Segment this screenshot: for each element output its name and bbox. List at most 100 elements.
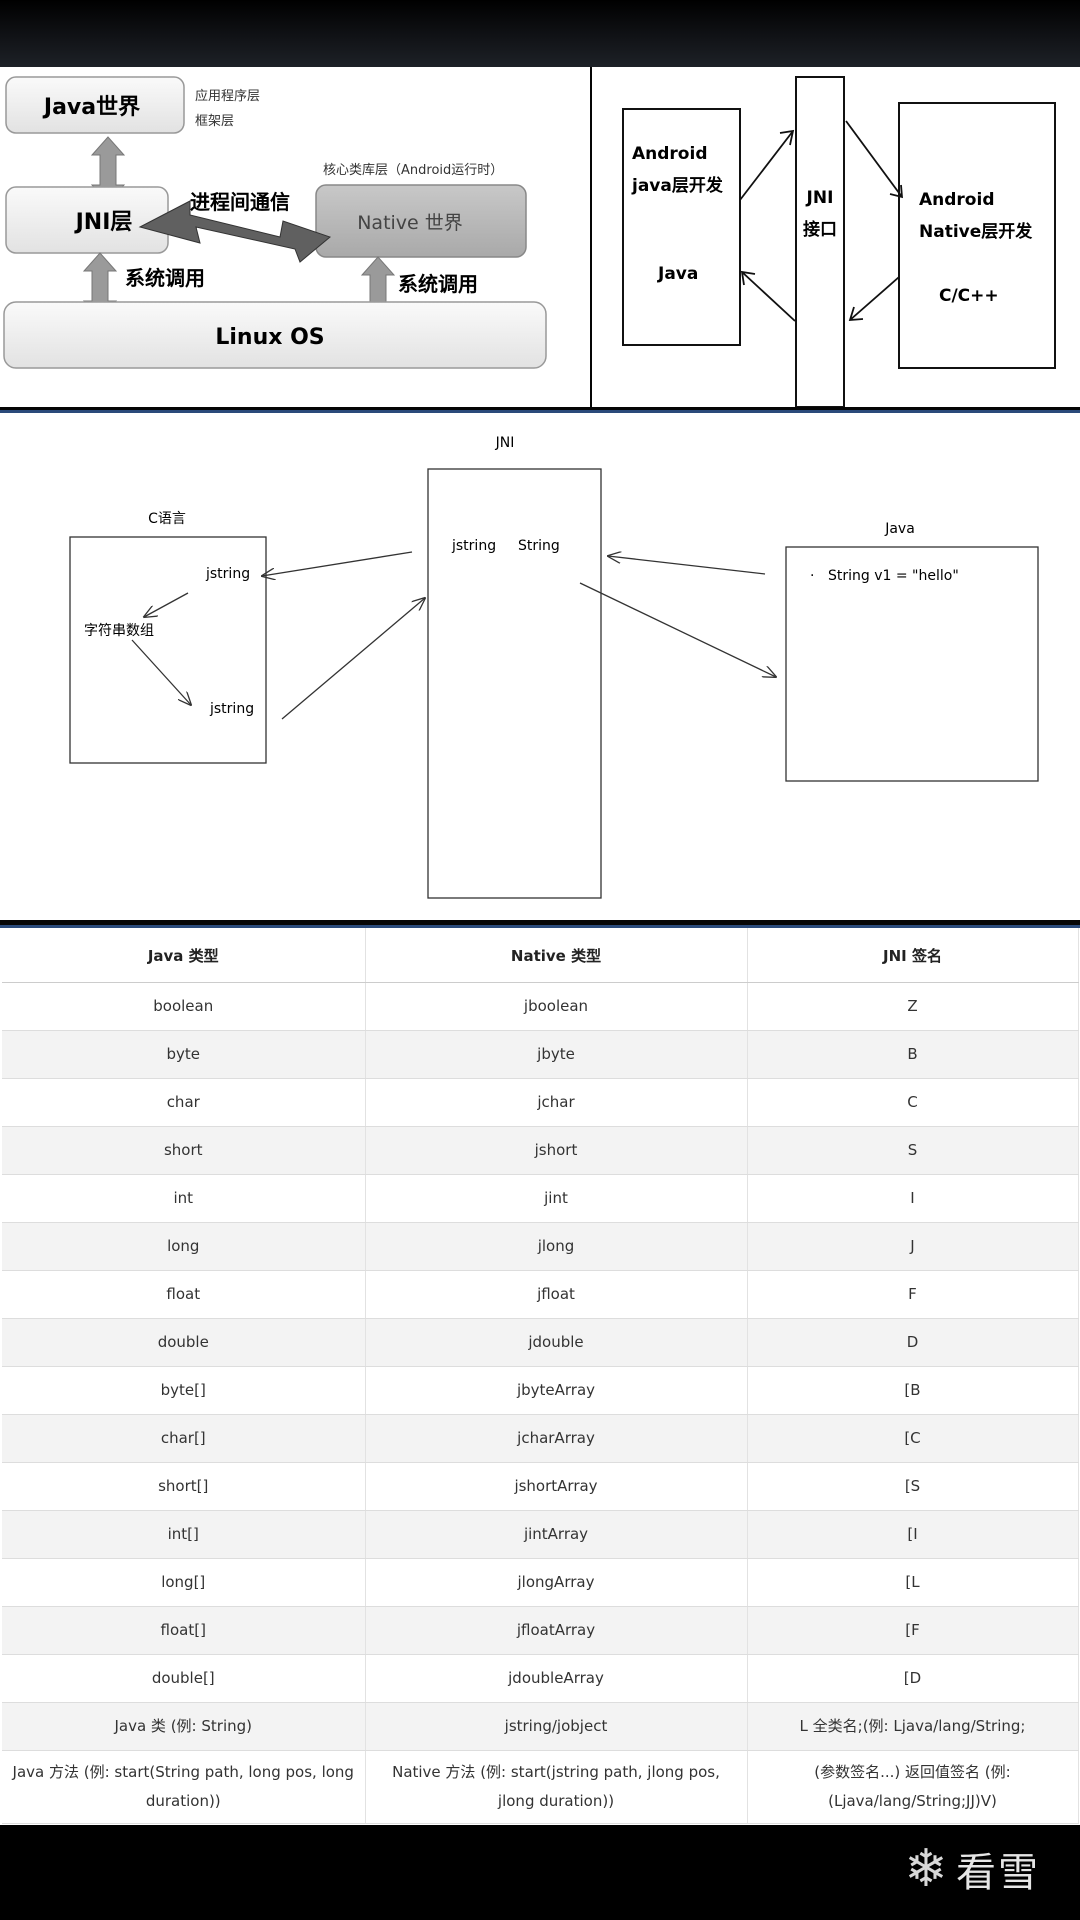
c-char-array: 字符串数组 <box>84 623 154 639</box>
table-row: byte[]jbyteArray[B <box>2 1366 1079 1415</box>
header-jni-signature: JNI 签名 <box>747 928 1079 983</box>
jni-interface-line1: JNI <box>806 188 834 208</box>
table-header-row: Java 类型 Native 类型 JNI 签名 <box>2 928 1079 983</box>
cell-jni-signature: (参数签名...) 返回值签名 (例: (Ljava/lang/String;J… <box>747 1750 1079 1824</box>
watermark-text: 看雪 <box>956 1850 1040 1896</box>
android-java-box <box>622 108 741 346</box>
syscall-left-label: 系统调用 <box>125 266 205 290</box>
arrow-array-to-jstring <box>131 639 191 705</box>
string-conversion-diagram: JNI jstring String C语言 jstring 字符串数组 jst… <box>0 410 1080 920</box>
arrow-jni-to-java <box>579 582 776 677</box>
android-native-box <box>898 102 1056 369</box>
cell-native-type: jlongArray <box>365 1558 748 1607</box>
android-java-line2: java层开发 <box>631 175 724 196</box>
cell-java-type: Java 方法 (例: start(String path, long pos,… <box>2 1750 366 1824</box>
jni-box <box>427 468 602 899</box>
native-world-label: Native 世界 <box>357 212 463 234</box>
cell-jni-signature: [L <box>747 1558 1079 1607</box>
java-world-label: Java世界 <box>42 95 140 120</box>
cell-java-type: long[] <box>2 1558 366 1607</box>
arrow-jni-to-native <box>845 120 904 199</box>
cell-jni-signature: [B <box>747 1366 1079 1415</box>
cell-java-type: double <box>2 1318 366 1367</box>
java-title: Java <box>884 521 915 537</box>
table-row: char[]jcharArray[C <box>2 1414 1079 1463</box>
cell-java-type: float[] <box>2 1606 366 1655</box>
cell-java-type: long <box>2 1222 366 1271</box>
cell-java-type: Java 类 (例: String) <box>2 1702 366 1751</box>
cell-java-type: short[] <box>2 1462 366 1511</box>
cell-jni-signature: B <box>747 1030 1079 1079</box>
table-row: long[]jlongArray[L <box>2 1558 1079 1607</box>
jni-title: JNI <box>495 435 515 451</box>
cell-jni-signature: [D <box>747 1654 1079 1703</box>
app-layer-label: 应用程序层 <box>195 88 260 104</box>
cell-java-type: byte[] <box>2 1366 366 1415</box>
cell-jni-signature: [S <box>747 1462 1079 1511</box>
cell-native-type: jstring/jobject <box>365 1702 748 1751</box>
watermark-logo: ❄ 看雪 <box>904 1840 1040 1898</box>
jni-string: String <box>518 538 560 554</box>
linux-os-box <box>3 301 547 369</box>
cell-java-type: short <box>2 1126 366 1175</box>
c-box <box>69 536 267 764</box>
table-row: short[]jshortArray[S <box>2 1462 1079 1511</box>
cell-java-type: char[] <box>2 1414 366 1463</box>
c-jstring-bottom: jstring <box>209 701 254 717</box>
header-java-type: Java 类型 <box>2 928 366 983</box>
cell-native-type: jfloatArray <box>365 1606 748 1655</box>
cell-jni-signature: L 全类名;(例: Ljava/lang/String; <box>747 1702 1079 1751</box>
cell-jni-signature: D <box>747 1318 1079 1367</box>
cell-native-type: jshort <box>365 1126 748 1175</box>
cell-jni-signature: S <box>747 1126 1079 1175</box>
table-row: Java 方法 (例: start(String path, long pos,… <box>2 1750 1079 1824</box>
cell-native-type: jbyte <box>365 1030 748 1079</box>
cell-jni-signature: C <box>747 1078 1079 1127</box>
linux-os-label: Linux OS <box>215 325 324 350</box>
cell-native-type: jbyteArray <box>365 1366 748 1415</box>
cell-native-type: jint <box>365 1174 748 1223</box>
table-row: int[]jintArray[I <box>2 1510 1079 1559</box>
core-lib-layer-label: 核心类库层（Android运行时） <box>323 162 503 178</box>
cell-java-type: double[] <box>2 1654 366 1703</box>
cell-jni-signature: [I <box>747 1510 1079 1559</box>
jni-jstring: jstring <box>451 538 496 554</box>
table-row: double[]jdoubleArray[D <box>2 1654 1079 1703</box>
arrow-native-to-jni <box>848 276 900 321</box>
cell-jni-signature: Z <box>747 982 1079 1031</box>
arrow-jni-to-c-jstring <box>262 551 413 576</box>
bottom-bar <box>0 1825 1080 1920</box>
framework-layer-label: 框架层 <box>195 114 234 129</box>
cell-jni-signature: [F <box>747 1606 1079 1655</box>
cell-java-type: boolean <box>2 982 366 1031</box>
top-bar <box>0 0 1080 67</box>
ipc-label: 进程间通信 <box>190 190 290 214</box>
arrow-jni-to-java <box>740 270 796 322</box>
ipc-arrow <box>138 200 332 263</box>
jni-interface-box <box>795 76 845 407</box>
cell-native-type: jchar <box>365 1078 748 1127</box>
native-world-box <box>315 184 527 258</box>
java-box <box>785 546 1039 782</box>
android-native-cpp: C/C++ <box>939 286 999 306</box>
cell-native-type: jdouble <box>365 1318 748 1367</box>
android-architecture-diagram: Java世界 应用程序层 框架层 JNI层 核心类库层（Android运行时） … <box>0 67 590 407</box>
java-code: String v1 = "hello" <box>828 568 959 584</box>
cell-native-type: jintArray <box>365 1510 748 1559</box>
cell-java-type: float <box>2 1270 366 1319</box>
snowflake-icon: ❄ <box>904 1839 948 1899</box>
android-java-line1: Android <box>632 144 708 164</box>
jni-interface-diagram: Android java层开发 Java JNI 接口 Android Nati… <box>592 67 1080 407</box>
arrow-jstring-to-array <box>144 592 189 617</box>
arrow-java-to-jni <box>739 129 795 201</box>
android-java-java: Java <box>657 264 698 284</box>
cell-native-type: jshortArray <box>365 1462 748 1511</box>
cell-jni-signature: J <box>747 1222 1079 1271</box>
